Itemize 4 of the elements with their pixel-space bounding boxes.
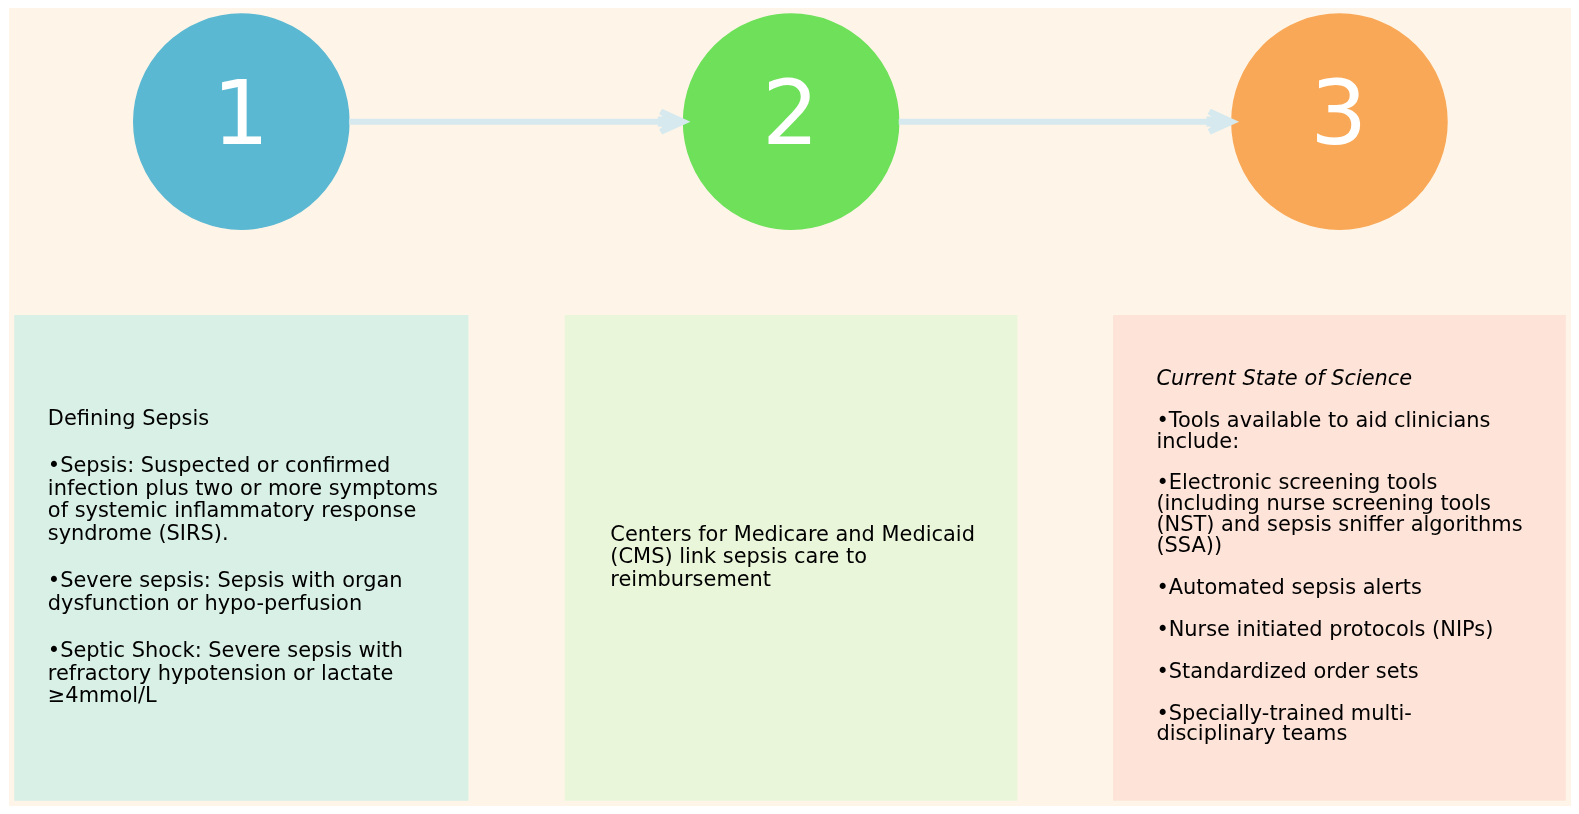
node-circle: 2: [682, 13, 899, 230]
node-circle: 1: [132, 13, 350, 230]
node-circle: 3: [1230, 13, 1448, 230]
node-box: Defining Sepsis •Sepsis: Suspected or confirmed infection plus two or more symptoms of systemic inflammatory response syndrome (SIRS). •Severe sepsis: Sepsis with organ dysfunction or hypo-perfusion •Septic Shock: Severe sepsis with refractory hypotension or lactate ≥4mmol/L: [13, 315, 468, 801]
